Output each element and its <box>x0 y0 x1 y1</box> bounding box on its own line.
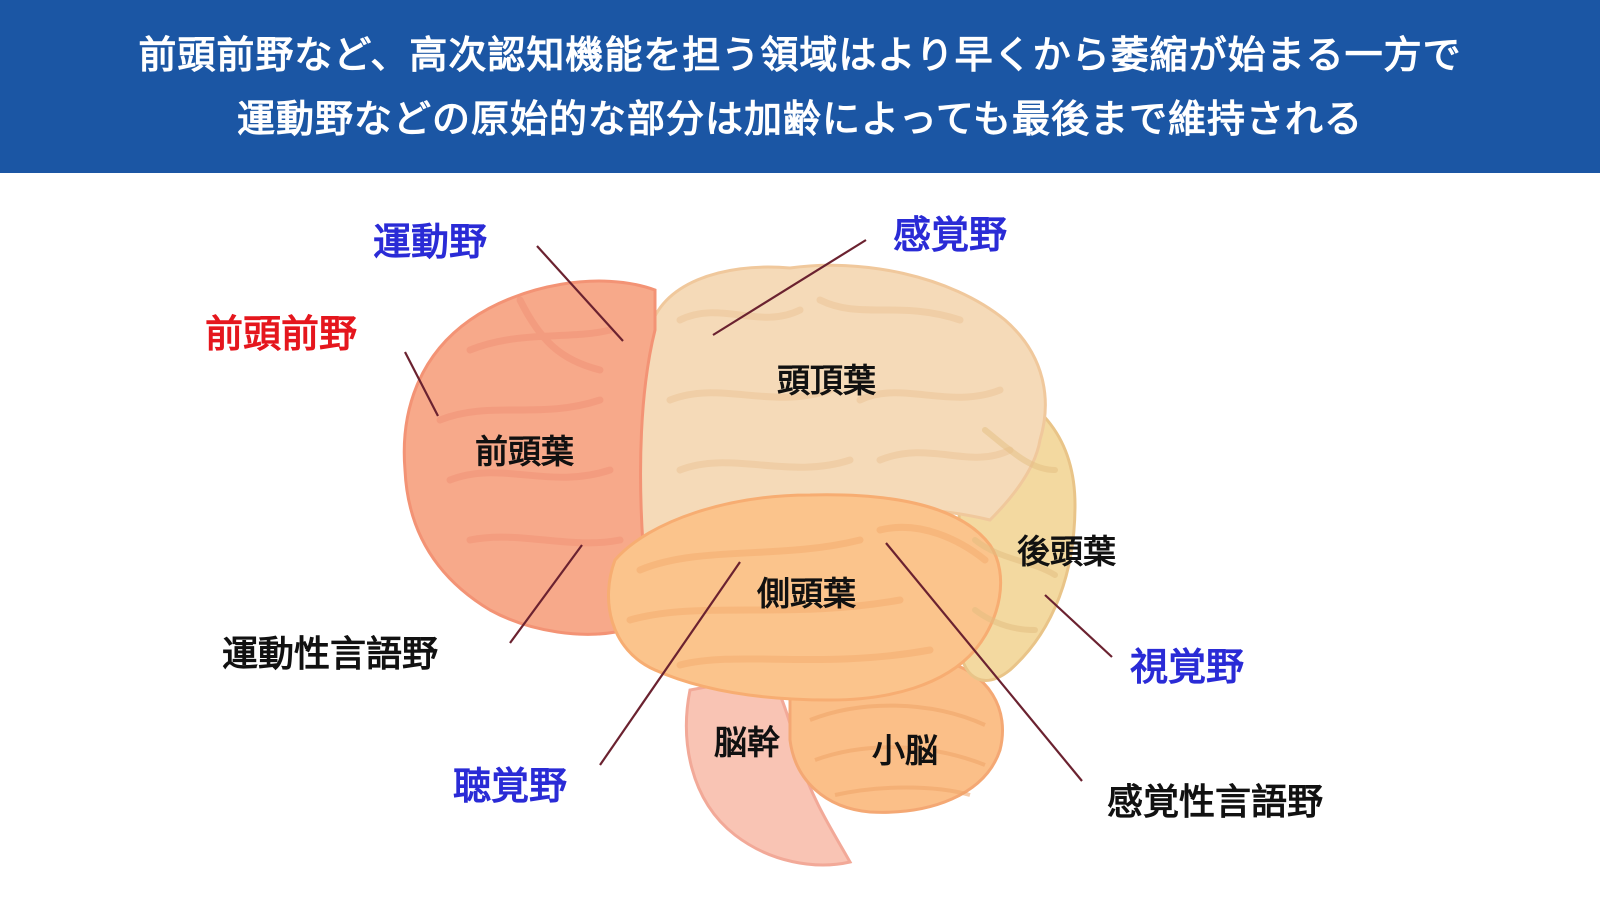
label-cerebellum: 小脳 <box>872 731 938 770</box>
label-motor-area: 運動野 <box>373 220 487 264</box>
header-banner: 前頭前野など、高次認知機能を担う領域はより早くから萎縮が始まる一方で 運動野など… <box>0 0 1600 173</box>
leader-sensory <box>712 239 867 336</box>
leader-prefrontal <box>404 351 439 417</box>
label-sensory-speech-area: 感覚性言語野 <box>1107 782 1323 823</box>
cerebellum-folds <box>809 703 986 797</box>
header-line-1: 前頭前野など、高次認知機能を担う領域はより早くから萎縮が始まる一方で <box>138 32 1462 77</box>
label-sensory-area: 感覚野 <box>893 213 1007 257</box>
temporal-lobe-shape <box>607 493 1003 702</box>
occipital-gyri <box>972 427 1058 633</box>
temporal-gyri <box>626 523 989 669</box>
leader-motor <box>536 245 624 342</box>
label-motor-speech-area: 運動性言語野 <box>222 634 438 675</box>
brain-diagram: 運動野 感覚野 前頭前野 運動性言語野 聴覚野 視覚野 感覚性言語野 前頭葉 頭… <box>205 213 1323 867</box>
label-parietal-lobe: 頭頂葉 <box>777 361 877 400</box>
leader-visual <box>1044 594 1113 658</box>
parietal-gyri <box>666 296 1014 474</box>
label-auditory-area: 聴覚野 <box>453 764 567 808</box>
leader-sensory-speech <box>885 542 1083 782</box>
label-prefrontal-area: 前頭前野 <box>205 312 357 356</box>
label-brainstem: 脳幹 <box>714 723 781 762</box>
label-frontal-lobe: 前頭葉 <box>475 432 575 471</box>
leader-auditory <box>599 561 741 766</box>
frontal-lobe-shape <box>402 279 657 636</box>
frontal-gyri <box>436 296 624 547</box>
header-line-2: 運動野などの原始的な部分は加齢によっても最後まで維持される <box>236 96 1364 141</box>
label-occipital-lobe: 後頭葉 <box>1017 532 1117 571</box>
leader-motor-speech <box>509 544 583 644</box>
label-temporal-lobe: 側頭葉 <box>756 574 857 613</box>
label-visual-area: 視覚野 <box>1130 645 1244 689</box>
